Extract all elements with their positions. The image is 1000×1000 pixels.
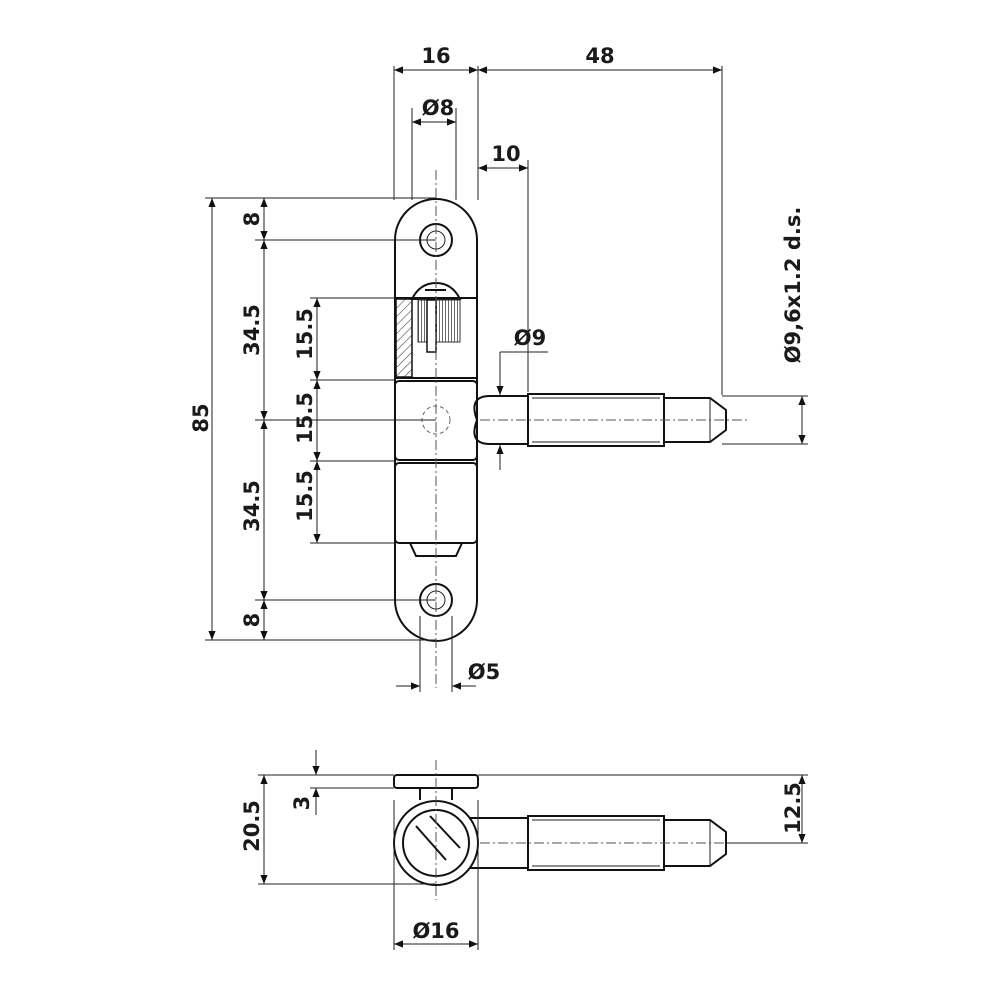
dim-lower-section: 34.5 (240, 480, 264, 532)
side-view (393, 760, 748, 900)
hinge-body-outline (394, 198, 478, 642)
dim-pin-height: 12.5 (781, 782, 805, 834)
front-dimension-lines (205, 66, 808, 692)
dim-overall-height: 85 (189, 403, 213, 432)
dim-hole-bottom: Ø5 (468, 660, 500, 684)
screw-knurl (417, 299, 461, 343)
side-neck (419, 788, 453, 800)
dim-seg-upper: 15.5 (293, 308, 317, 360)
dim-end-bottom: 8 (240, 613, 264, 628)
dim-length-pin: 48 (585, 44, 614, 68)
dim-pin-dia: Ø9 (514, 326, 546, 350)
section-hatch (395, 298, 413, 378)
dim-end-top: 8 (240, 212, 264, 227)
dim-seg-middle: 15.5 (293, 392, 317, 444)
dim-hole-top: Ø8 (422, 96, 454, 120)
dim-plate-thickness: 3 (290, 796, 314, 811)
dim-thread-spec: Ø9,6x1.2 d.s. (781, 207, 805, 364)
dim-width-body: 16 (421, 44, 450, 68)
dim-offset: 10 (491, 142, 520, 166)
pin-tip (664, 397, 727, 443)
dimension-labels: 16 48 Ø8 10 Ø9 Ø9,6x1.2 d.s. 85 8 34.5 1… (189, 44, 805, 943)
front-view (394, 170, 748, 688)
dim-side-diameter: Ø16 (412, 919, 459, 943)
side-pin-neck (470, 817, 528, 869)
dim-seg-lower: 15.5 (293, 470, 317, 522)
side-screw-slot (415, 815, 461, 861)
dim-upper-section: 34.5 (240, 304, 264, 356)
dim-side-height: 20.5 (240, 800, 264, 852)
side-dimension-lines (258, 750, 808, 950)
screw-shank (426, 299, 437, 353)
